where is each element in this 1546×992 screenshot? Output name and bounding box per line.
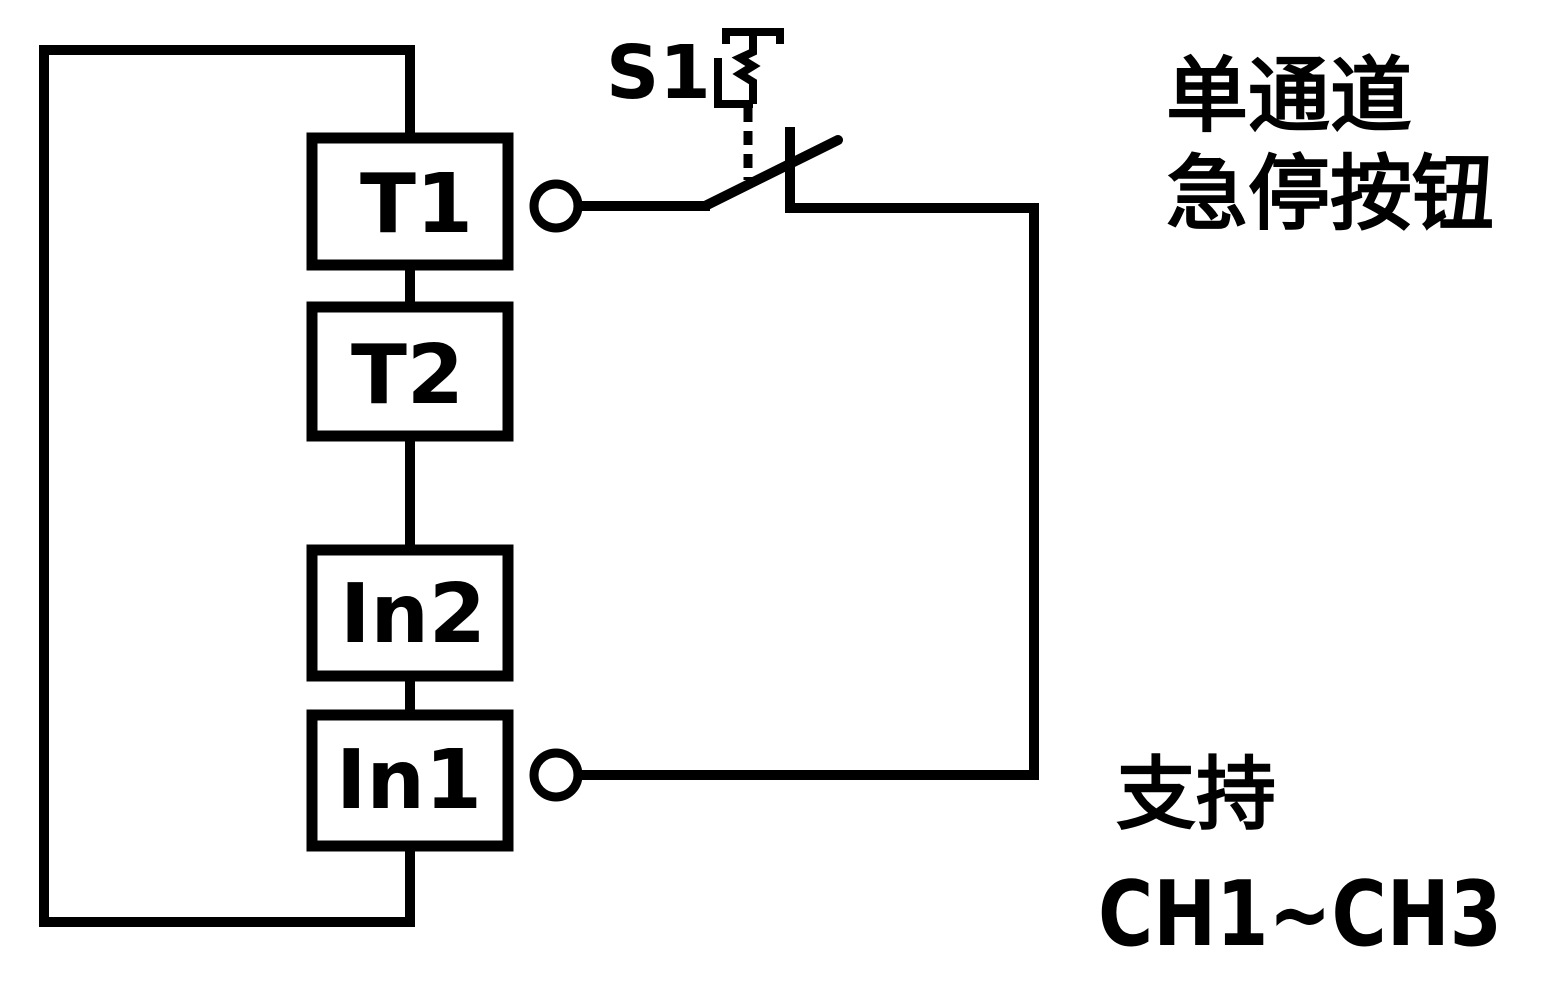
terminal-box-t1 xyxy=(306,132,514,271)
terminal-circle-in1 xyxy=(529,748,583,802)
title-line-1: 单通道 xyxy=(1166,49,1412,144)
terminal-box-t2 xyxy=(306,301,514,442)
switch-label: S1 xyxy=(606,30,711,116)
terminal-box-in2 xyxy=(306,544,514,682)
terminal-box-in1 xyxy=(306,709,514,852)
terminal-label-in2: In2 xyxy=(340,567,486,662)
terminal-circle-t1 xyxy=(529,179,583,233)
emergency-stop-actuator-icon xyxy=(714,28,784,108)
title-line-2: 急停按钮 xyxy=(1166,147,1494,242)
channel-range-label: CH1~CH3 xyxy=(1098,862,1502,967)
terminal-label-t2: T2 xyxy=(351,328,464,423)
return-wire xyxy=(575,203,1039,780)
switch-blade xyxy=(700,135,843,211)
terminal-label-t1: T1 xyxy=(360,157,473,252)
terminal-label-in1: In1 xyxy=(336,733,482,828)
support-label: 支持 xyxy=(1116,748,1276,841)
loop-wire xyxy=(39,45,415,927)
